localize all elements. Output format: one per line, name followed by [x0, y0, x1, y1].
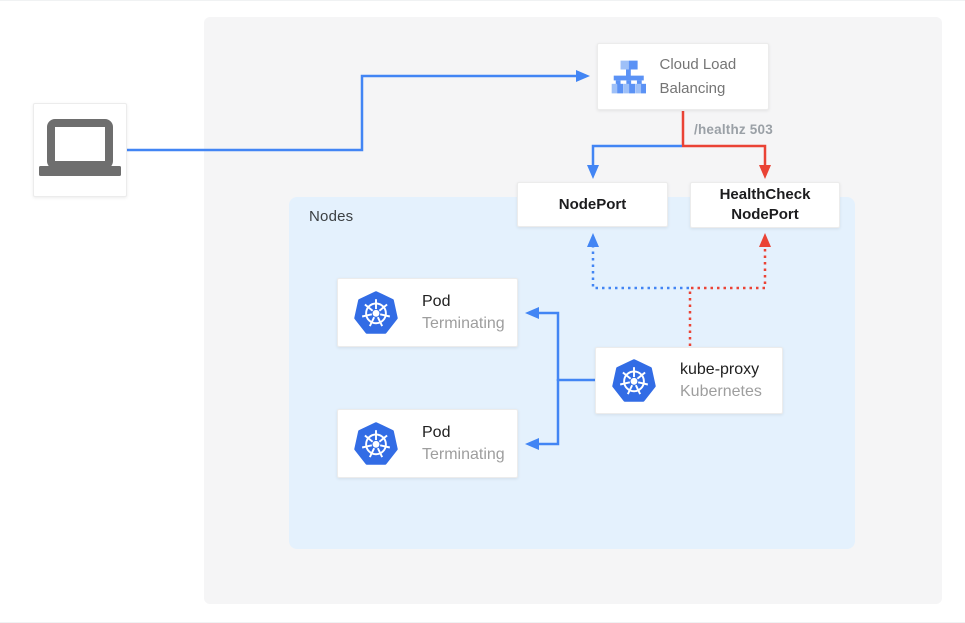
healthcheck-nodeport-card: HealthCheck NodePort — [690, 182, 840, 228]
healthcheck-nodeport-label-line2: NodePort — [731, 206, 799, 223]
client-card — [33, 103, 127, 197]
nodes-region-label: Nodes — [309, 208, 354, 225]
nodeport-card: NodePort — [517, 182, 668, 227]
pod-title: Pod — [422, 423, 451, 441]
laptop-icon — [39, 119, 121, 176]
pod-terminating-card-2: Pod Terminating — [337, 409, 518, 478]
healthcheck-nodeport-label-line1: HealthCheck — [719, 186, 811, 203]
kube-proxy-subtitle: Kubernetes — [680, 382, 762, 400]
kubernetes-icon — [354, 422, 398, 465]
pod-status: Terminating — [422, 314, 505, 332]
pod-status: Terminating — [422, 445, 505, 463]
kube-proxy-card: kube-proxy Kubernetes — [595, 347, 783, 414]
cloud-load-balancing-card: Cloud Load Balancing — [597, 43, 769, 110]
cloud-load-balancing-label: Cloud Load Balancing — [659, 55, 737, 97]
pod-title: Pod — [422, 292, 451, 310]
kube-proxy-title: kube-proxy — [680, 360, 760, 378]
pod-terminating-card-1: Pod Terminating — [337, 278, 518, 347]
kubernetes-icon — [612, 359, 656, 402]
kubernetes-icon — [354, 291, 398, 334]
healthz-status-label: /healthz 503 — [694, 122, 773, 137]
nodeport-label: NodePort — [558, 196, 627, 213]
load-balancer-icon — [611, 60, 647, 93]
